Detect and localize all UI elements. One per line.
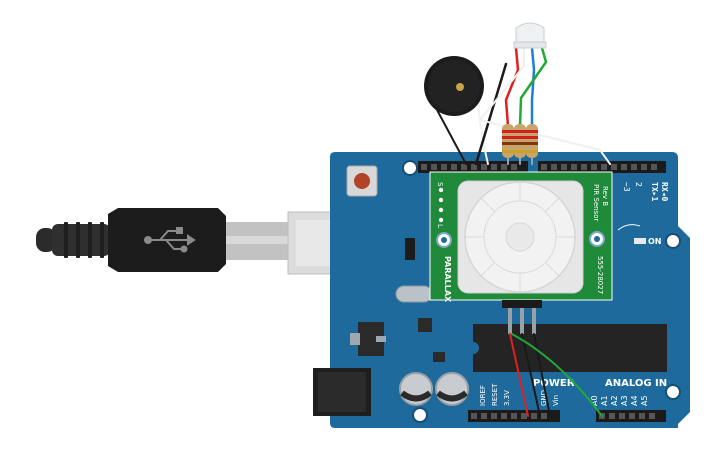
wire-blue — [530, 46, 536, 128]
pir-vendor-label: PARALLAX — [443, 256, 452, 303]
resistor — [526, 124, 538, 158]
dc-power-jack — [313, 368, 371, 416]
usb-grip-ridges — [64, 222, 104, 258]
pir-sensor: S L PARALLAX PIR Sensor Rev B 555-28027 — [429, 171, 613, 303]
pin-label-tx: TX▸1 — [650, 182, 659, 201]
wire-pir-black-2 — [533, 333, 551, 417]
resistor — [502, 124, 514, 158]
rgb-led — [513, 22, 547, 49]
wire-pir-red — [509, 333, 529, 417]
power-analog-header — [468, 410, 666, 422]
power-label: POWER — [533, 378, 575, 389]
mounting-hole — [665, 233, 681, 249]
wire-green — [518, 46, 548, 128]
capacitor — [435, 372, 469, 406]
pin-label-a0: A0 — [590, 395, 599, 406]
pin-label-a5: A5 — [640, 395, 649, 406]
pir-pin-label-l: L — [436, 224, 444, 228]
usb-b-connector-shine — [226, 236, 290, 244]
analog-in-label: ANALOG IN — [605, 378, 667, 389]
pir-jumper-pins — [438, 187, 444, 223]
on-led-indicator: ON — [634, 237, 662, 246]
icsp-header — [405, 238, 415, 260]
pin-label-gnd: GND — [540, 390, 548, 406]
wire-white-led-gnd — [479, 47, 611, 165]
crystal-oscillator — [395, 285, 433, 303]
voltage-regulator — [350, 322, 386, 356]
mounting-hole — [665, 384, 681, 400]
on-led-label: ON — [648, 237, 662, 246]
pir-fresnel-facets — [465, 182, 575, 292]
wire-buzzer-white — [477, 99, 489, 165]
piezo-buzzer — [424, 56, 484, 116]
wire-pir-green — [511, 333, 603, 417]
reset-button[interactable] — [346, 165, 378, 197]
usb-cable-tip — [36, 228, 56, 252]
pir-pin-label-s: S — [436, 182, 444, 187]
pin-label-vin: Vin — [552, 395, 560, 406]
mounting-hole — [402, 160, 418, 176]
pin-label-reset: RESET — [491, 383, 499, 406]
pir-part-label: 555-28027 — [596, 256, 604, 294]
buzzer-hole — [456, 83, 464, 91]
pir-mount-hole-inner — [594, 236, 600, 242]
pin-label-rx: RX◂0 — [660, 182, 669, 201]
digital-header — [418, 161, 666, 173]
pir-mount-hole-inner — [441, 237, 447, 243]
pin-label-d3: ~3 — [622, 182, 631, 192]
smd-transistor — [433, 352, 445, 362]
capacitor — [399, 372, 433, 406]
usb-symbol-icon — [144, 227, 196, 253]
wire-buzzer-black — [435, 107, 467, 165]
mounting-hole — [412, 407, 428, 423]
pin-label-a1: A1 — [600, 395, 609, 406]
wire-black — [474, 62, 508, 166]
pir-pin-header — [502, 300, 542, 334]
pir-rev-label: Rev B — [601, 186, 609, 206]
wire-pir-black — [521, 333, 541, 417]
pin-label-a3: A3 — [620, 395, 629, 406]
board-arc-marking — [617, 224, 641, 231]
pin-label-ioref: IOREF — [479, 385, 487, 406]
pir-title-label: PIR Sensor — [592, 184, 600, 221]
small-chip — [418, 318, 432, 332]
resistor — [514, 124, 526, 158]
pin-label-3v3: 3.3V — [503, 390, 511, 406]
pin-label-d2: 2 — [634, 182, 643, 187]
pin-label-a2: A2 — [610, 395, 619, 406]
pin-label-a4: A4 — [630, 395, 639, 406]
wire-red — [504, 46, 520, 128]
atmega-chip — [473, 324, 667, 372]
